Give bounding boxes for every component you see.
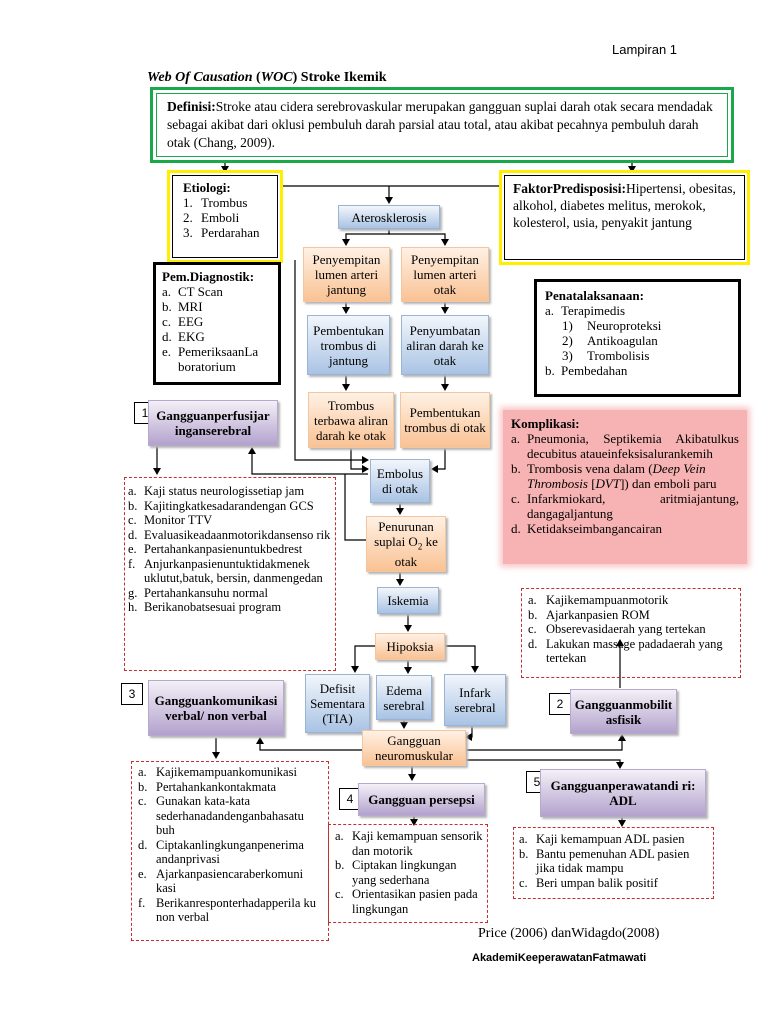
intervention-item: b.Kajitingkatkesadarandengan GCS: [128, 498, 314, 513]
problem-komunikasi: Gangguankomunikasi verbal/ non verbal: [148, 680, 284, 736]
page-title: Web Of Causation (WOC) Stroke Ikemik: [147, 70, 387, 85]
intervention-item: g.Pertahankansuhu normal: [128, 585, 268, 600]
definisi-label: Definisi:: [167, 99, 216, 114]
edema-node: Edema serebral: [376, 675, 432, 720]
intervention-item: f.Berikanresponterhadapperila ku non ver…: [138, 895, 317, 925]
problem-number-2: 2: [549, 693, 571, 715]
intervention-item: b.Ajarkanpasien ROM: [528, 607, 650, 622]
faktor-text: Hipertensi, obesitas, alkohol, diabetes …: [513, 181, 736, 230]
etiologi-box: Etiologi: 1.Trombus 2.Emboli 3.Perdaraha…: [167, 170, 283, 263]
pembentukan-trombus-otak-node: Pembentukan trombus di otak: [400, 392, 490, 448]
diagnostik-item: b.MRI: [162, 299, 203, 314]
citation: Price (2006) danWidagdo(2008): [478, 926, 660, 941]
embolus-node: Embolus di otak: [370, 459, 430, 503]
penatalaksanaan-item: b.Pembedahan: [545, 363, 628, 378]
faktor-predisposisi-box: FaktorPredisposisi:Hipertensi, obesitas,…: [499, 170, 750, 265]
intervention-item: b.Ciptakan lingkungan yang sederhana: [335, 858, 457, 887]
intervention-item: f.Anjurkanpasienuntuktidakmenek uklutut,…: [128, 556, 323, 586]
etiologi-item: 2.Emboli: [183, 210, 240, 225]
pembentukan-trombus-jantung-node: Pembentukan trombus di jantung: [307, 315, 390, 375]
iskemia-node: Iskemia: [377, 587, 439, 614]
diagnostik-label: Pem.Diagnostik:: [162, 269, 255, 284]
intervention-item: d.Ciptakanlingkunganpenerima andanprivas…: [138, 837, 304, 867]
intervention-item: a.Kaji kemampuan sensorik dan motorik: [335, 829, 483, 858]
diagnostik-item: e.PemeriksaanLa boratorium: [162, 344, 259, 374]
faktor-label: FaktorPredisposisi:: [513, 181, 627, 196]
intervention-item: a.Kaji kemampuan ADL pasien: [519, 832, 685, 846]
footer-institution: AkademiKeeperawatanFatmawati: [472, 952, 647, 964]
definisi-text: Stroke atau cidera serebrovaskular merup…: [167, 99, 713, 150]
trombus-terbawa-node: Trombus terbawa aliran darah ke otak: [308, 392, 394, 448]
komplikasi-item: c.Infarkmiokard, aritmiajantung, dangaga…: [511, 491, 739, 521]
intervention-item: c.Gunakan kata-kata sederhanadandenganba…: [138, 794, 304, 837]
etiologi-item: 1.Trombus: [183, 195, 248, 210]
intervention-item: e.Pertahankanpasienuntukbedrest: [128, 542, 303, 556]
penurunan-suplai-node: Penurunan suplai O2 ke otak: [366, 516, 446, 572]
penatalaksanaan-subitem: 1)Neuroproteksi: [562, 318, 662, 333]
komplikasi-box: Komplikasi: a.Pneumonia, Septikemia Akib…: [503, 410, 747, 564]
intervention-item: a.Kajikemampuankomunikasi: [138, 765, 297, 779]
diagnostik-item: d.EKG: [162, 329, 205, 344]
diagnostik-box: Pem.Diagnostik: a.CT Scan b.MRI c.EEG d.…: [153, 262, 281, 385]
penatalaksanaan-item: a.Terapimedis: [545, 303, 626, 318]
intervention-item: a.Kaji status neurologissetiap jam: [128, 484, 305, 498]
penatalaksanaan-subitem: 2)Antikoagulan: [562, 333, 658, 348]
intervention-item: a.Kajikemampuanmotorik: [528, 593, 669, 607]
etiologi-item: 3.Perdarahan: [183, 225, 260, 240]
defisit-node: Defisit Sementara (TIA): [305, 674, 370, 733]
definisi-inner: Definisi:Stroke atau cidera serebrovasku…: [156, 93, 728, 157]
komplikasi-item: a.Pneumonia, Septikemia Akibatulkus decu…: [511, 431, 739, 461]
penyempitan-otak-node: Penyempitan lumen arteri otak: [401, 247, 489, 302]
komplikasi-item: b.Trombosis vena dalam (Deep Vein Thromb…: [511, 461, 717, 491]
infark-node: Infark serebral: [444, 674, 506, 726]
intervention-item: d.Evaluasikeadaanmotorikdansenso rik: [128, 527, 331, 542]
intervention-item: b.Bantu pemenuhan ADL pasien jika tidak …: [519, 846, 690, 876]
aterosklerosis-node: Aterosklerosis: [338, 205, 440, 229]
etiologi-label: Etiologi:: [183, 180, 231, 195]
penatalaksanaan-subitem: 3)Trombolisis: [562, 348, 650, 363]
intervention-item: e.Ajarkanpasiencaraberkomuni kasi: [138, 866, 304, 896]
problem-perfusi-serebral: Gangguanperfusijar inganserebral: [148, 400, 278, 446]
neuromuskular-node: Gangguan neuromuskular: [362, 730, 466, 766]
penatalaksanaan-box: Penatalaksanaan: a.Terapimedis 1)Neuropr…: [534, 279, 741, 397]
problem-mobilitas-fisik: Gangguanmobilit asfisik: [570, 689, 677, 734]
intervention-item: c.Orientasikan pasien pada lingkungan: [335, 887, 478, 916]
problem-perawatan-diri: Gangguanperawatandi ri: ADL: [540, 769, 706, 817]
penyempitan-jantung-node: Penyempitan lumen arteri jantung: [303, 247, 390, 302]
diagnostik-item: c.EEG: [162, 314, 204, 329]
penyumbatan-node: Penyumbatan aliran darah ke otak: [401, 315, 489, 375]
definisi-box: Definisi:Stroke atau cidera serebrovasku…: [150, 87, 734, 163]
intervention-item: b.Pertahankankontakmata: [138, 779, 277, 794]
komplikasi-item: d.Ketidakseimbangancairan: [511, 521, 662, 536]
komplikasi-label: Komplikasi:: [511, 416, 580, 431]
title-prefix: Web Of Causation: [147, 70, 253, 85]
problem-persepsi: Gangguan persepsi: [358, 783, 485, 816]
faktor-inner: FaktorPredisposisi:Hipertensi, obesitas,…: [504, 175, 745, 260]
etiologi-inner: Etiologi: 1.Trombus 2.Emboli 3.Perdaraha…: [172, 175, 278, 258]
intervention-item: h.Berikanobatsesuai program: [128, 600, 282, 614]
penatalaksanaan-label: Penatalaksanaan:: [545, 288, 644, 303]
problem-number-3: 3: [121, 683, 143, 705]
lampiran-label: Lampiran 1: [612, 42, 678, 57]
title-rest: Stroke Ikemik: [300, 70, 387, 85]
hipoksia-node: Hipoksia: [375, 633, 445, 660]
intervention-item: d.Lakukan massage padadaerah yang tertek…: [528, 636, 723, 666]
intervention-item: c.Obserevasidaerah yang tertekan: [528, 622, 706, 636]
title-abbr: WOC: [260, 70, 293, 85]
intervention-item: c.Monitor TTV: [128, 513, 213, 527]
diagnostik-item: a.CT Scan: [162, 284, 223, 299]
intervention-item: c.Beri umpan balik positif: [519, 875, 658, 890]
